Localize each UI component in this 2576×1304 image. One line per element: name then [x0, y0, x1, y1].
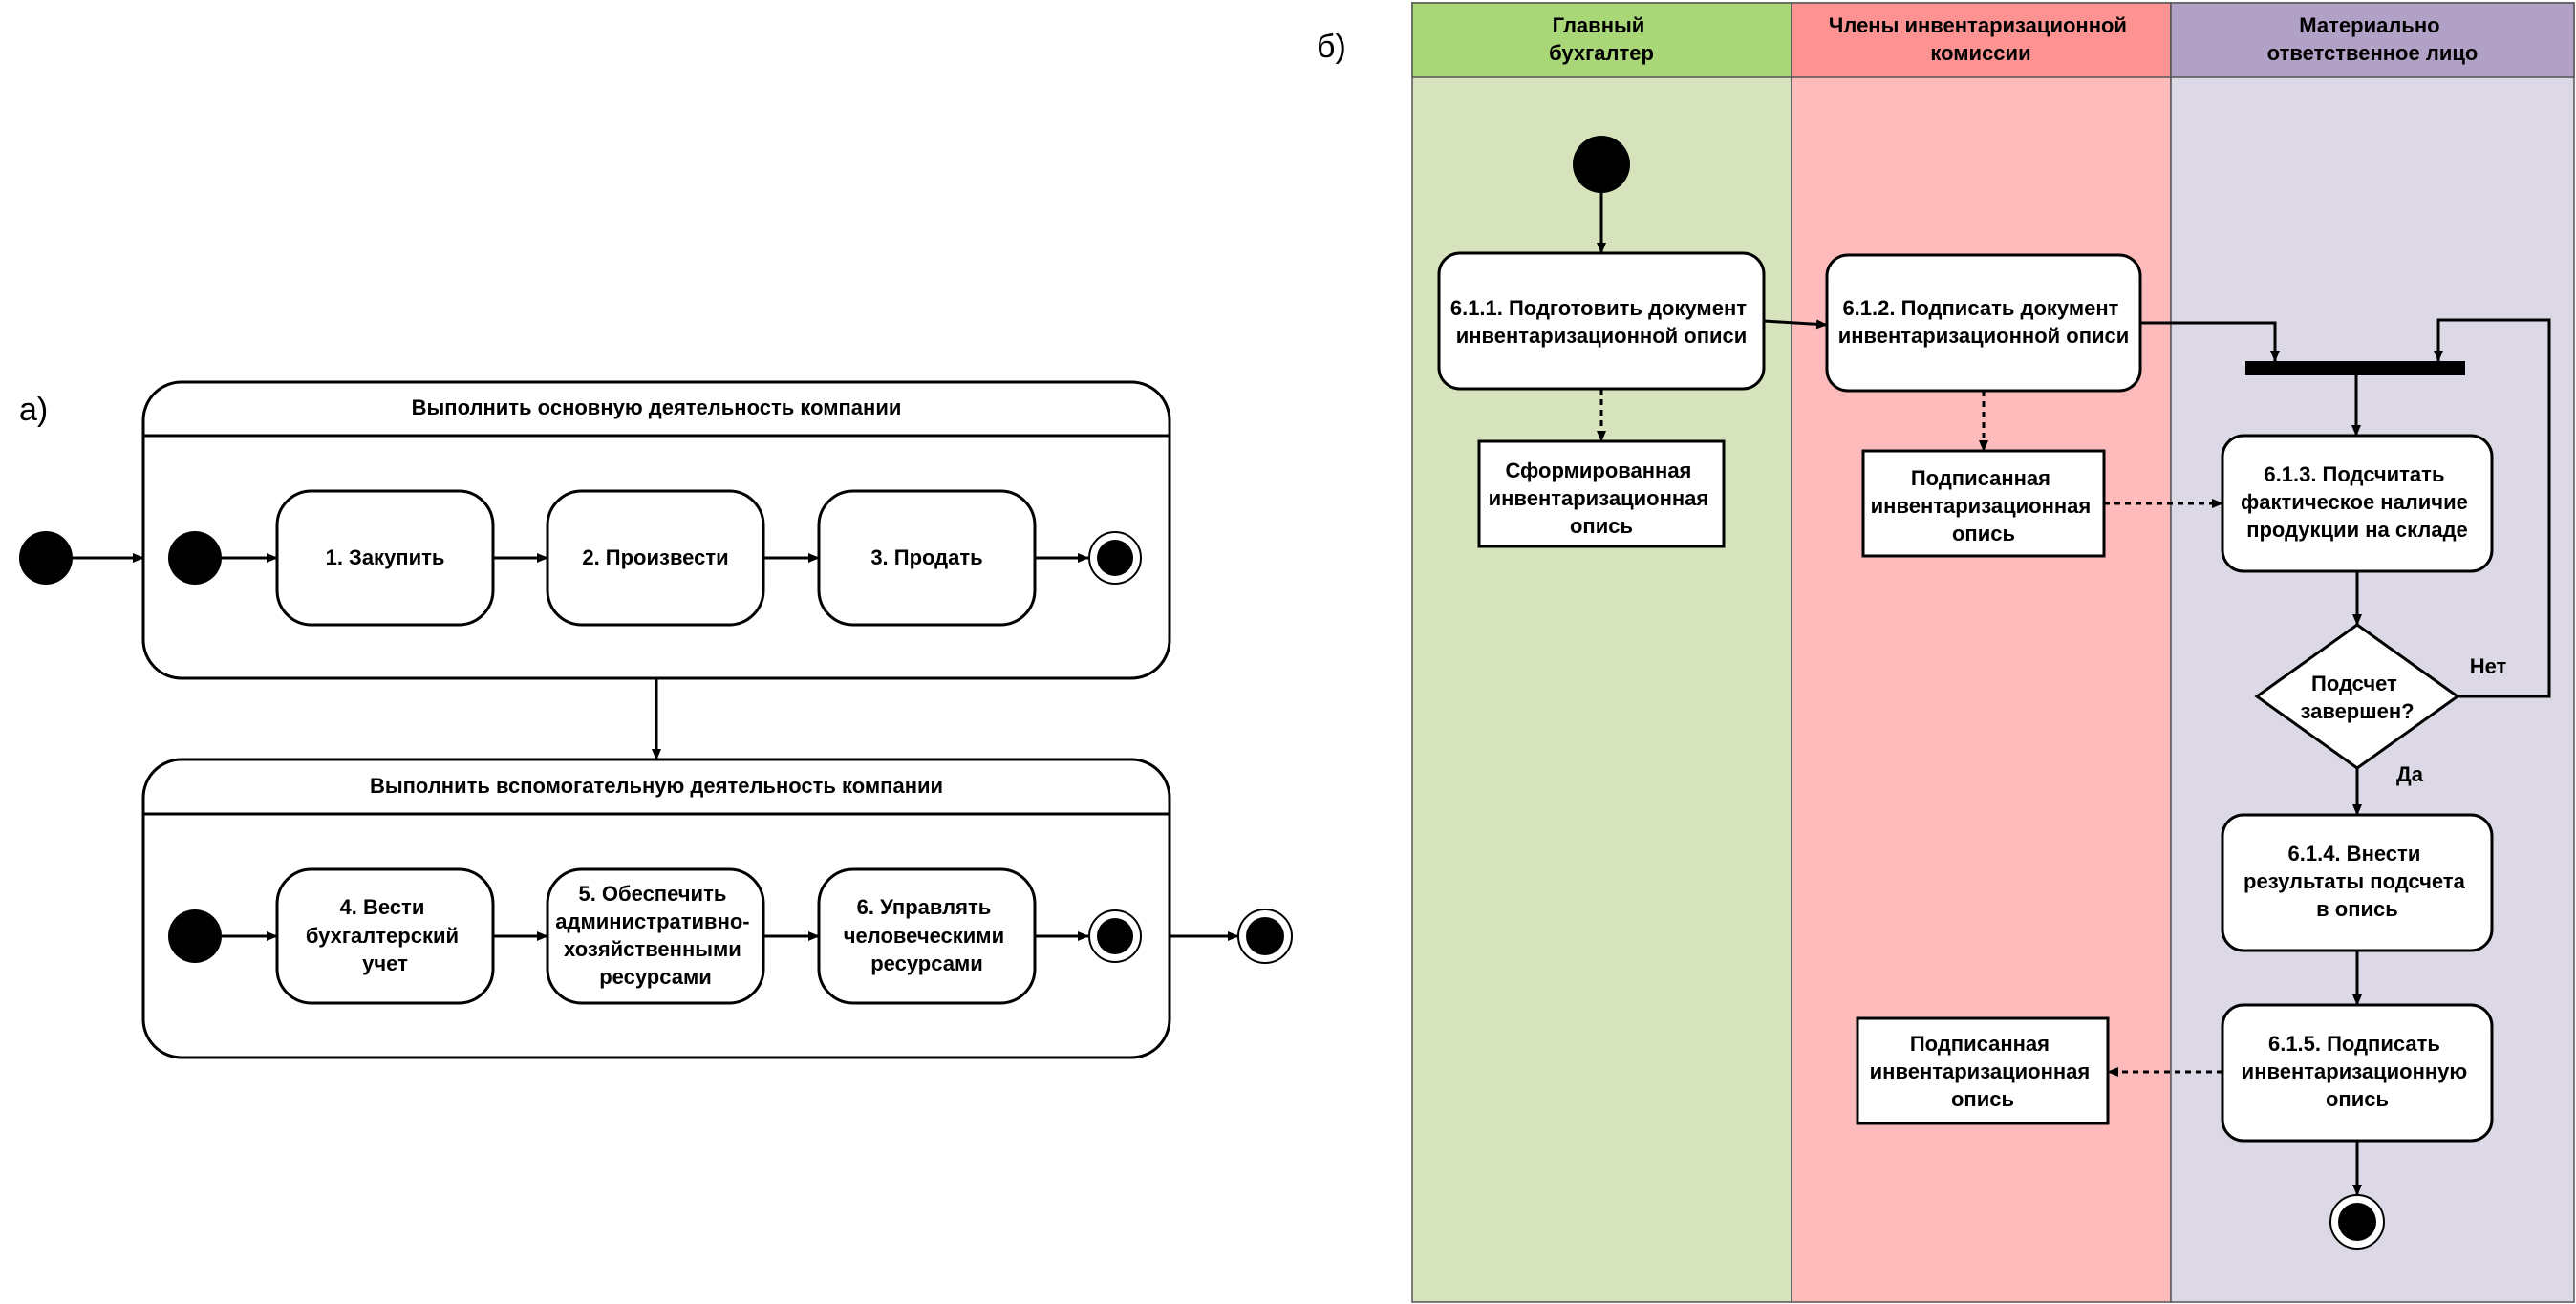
- object-signed-inventory-2-label: Подписанная инвентаризационная опись: [1870, 1032, 2096, 1111]
- panel-b-label: б): [1317, 29, 1346, 65]
- action-produce-label: 2. Произвести: [582, 545, 728, 569]
- final-node-core: [2338, 1203, 2376, 1241]
- composite-state-support: Выполнить вспомогательную деятельность к…: [141, 758, 1171, 1059]
- initial-node: [168, 909, 222, 963]
- panel-b: б) Главный бухгалтер Члены инвентаризаци…: [1317, 2, 2575, 1303]
- activity-6-1-2-label: 6.1.2. Подписать документ инвентаризацио…: [1838, 296, 2130, 348]
- swimlane-header: [2170, 2, 2575, 78]
- join-bar: [2245, 361, 2465, 375]
- panel-a: а) Выполнить основную деятельность компа…: [19, 380, 1293, 1059]
- activity-6-1-1-label: 6.1.1. Подготовить документ инвентаризац…: [1450, 296, 1752, 348]
- final-node-core: [1097, 540, 1133, 576]
- action-admin-resources-label: 5. Обеспечить административно- хозяйстве…: [555, 882, 756, 989]
- object-formed-inventory-label: Сформированная инвентаризационная опись: [1489, 459, 1715, 538]
- flow-arrow-loop-no: [2434, 318, 2551, 698]
- composite-state-main-title: Выполнить основную деятельность компании: [412, 395, 902, 419]
- swimlane-header: [1791, 2, 2172, 78]
- initial-node: [168, 531, 222, 585]
- activity-6-1-5-label: 6.1.5. Подписать инвентаризационную опис…: [2242, 1032, 2474, 1111]
- decision-label: Подсчет завершен?: [2300, 672, 2414, 723]
- action-sell-label: 3. Продать: [870, 545, 982, 569]
- activity-6-1-2: [1825, 253, 2142, 393]
- object-formed-inventory: [1477, 439, 1726, 548]
- swimlane-header: [1411, 2, 1792, 78]
- object-signed-inventory-1: [1861, 449, 2106, 558]
- action-purchase-label: 1. Закупить: [326, 545, 445, 569]
- action-accounting-label: 4. Вести бухгалтерский учет: [306, 895, 464, 975]
- final-node-core: [1246, 917, 1284, 955]
- activity-6-1-3-label: 6.1.3. Подсчитать фактическое наличие пр…: [2241, 462, 2474, 542]
- swimlane-title: Материально ответственное лицо: [2267, 13, 2479, 65]
- initial-node: [19, 531, 73, 585]
- object-signed-inventory-1-label: Подписанная инвентаризационная опись: [1871, 466, 2097, 545]
- flow-arrow: [1763, 319, 1828, 330]
- activity-6-1-1: [1437, 251, 1766, 391]
- swimlane-title: Главный бухгалтер: [1549, 13, 1654, 65]
- activity-6-1-4-label: 6.1.4. Внести результаты подсчета в опис…: [2243, 842, 2471, 921]
- flow-arrow: [2140, 321, 2280, 362]
- object-signed-inventory-2: [1856, 1016, 2110, 1125]
- guard-yes-label: Да: [2396, 762, 2424, 786]
- composite-state-main: Выполнить основную деятельность компании…: [141, 380, 1171, 680]
- guard-no-label: Нет: [2470, 654, 2507, 678]
- action-hr-label: 6. Управлять человеческими ресурсами: [844, 895, 1010, 975]
- final-node-core: [1097, 918, 1133, 954]
- composite-state-support-title: Выполнить вспомогательную деятельность к…: [370, 774, 943, 798]
- swimlane-title: Члены инвентаризационной комиссии: [1829, 13, 2133, 65]
- panel-a-label: а): [19, 392, 48, 428]
- initial-node: [1573, 136, 1630, 193]
